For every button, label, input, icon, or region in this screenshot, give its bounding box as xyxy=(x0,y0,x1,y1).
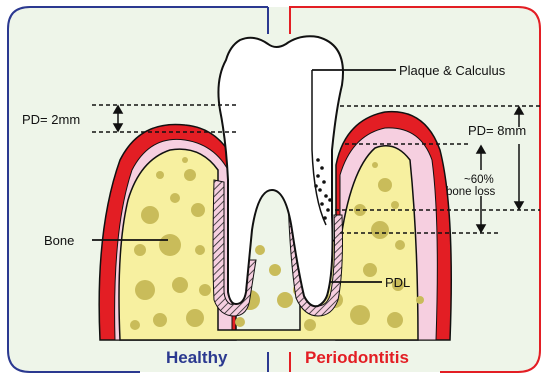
healthy-footer-label: Healthy xyxy=(166,348,228,367)
bone-label: Bone xyxy=(44,233,74,248)
bone-loss-label: bone loss xyxy=(446,186,495,198)
bone-loss-percent: ~60% xyxy=(464,174,494,186)
pd-healthy-label: PD= 2mm xyxy=(22,112,80,127)
pdl-label: PDL xyxy=(385,275,410,290)
plaque-label: Plaque & Calculus xyxy=(399,63,506,78)
pd-perio-label: PD= 8mm xyxy=(468,123,526,138)
periodontitis-footer-label: Periodontitis xyxy=(305,348,409,367)
